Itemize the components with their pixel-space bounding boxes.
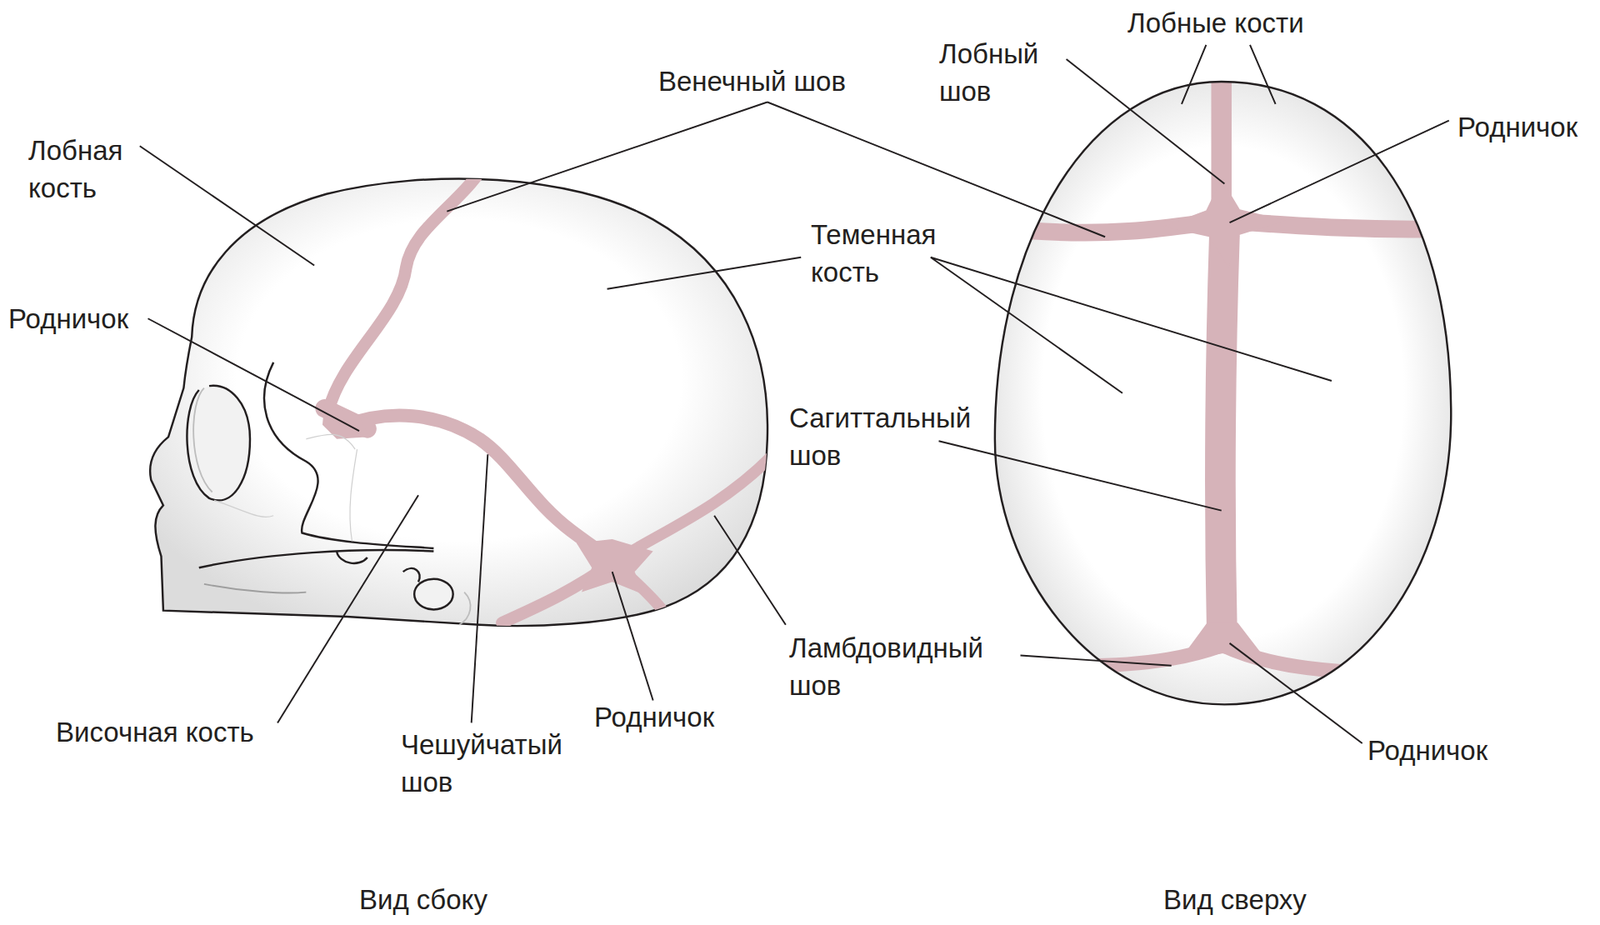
- bone-label: Височная кость: [55, 713, 255, 751]
- view-caption: Вид сбоку: [359, 880, 488, 919]
- bone-label: Лобная кость: [28, 131, 123, 207]
- suture-label: Чешуйчатый шов: [400, 725, 563, 801]
- suture-label: Сагиттальный шов: [789, 399, 971, 475]
- part-label: Лобные кости: [1127, 4, 1305, 42]
- suture-label: Ламбдовидный шов: [789, 629, 984, 705]
- top-skull: [995, 71, 1460, 705]
- fontanel-label: Родничок: [8, 300, 129, 338]
- suture-label: Лобный шов: [939, 35, 1039, 110]
- fontanel-label: Родничок: [1367, 731, 1488, 770]
- suture-label: Венечный шов: [658, 62, 846, 100]
- leader-lines: [140, 45, 1450, 744]
- view-caption: Вид сверху: [1163, 880, 1307, 919]
- bone-label: Теменная кость: [810, 215, 936, 291]
- side-skull: [150, 153, 770, 626]
- fontanel-label: Родничок: [1457, 108, 1578, 146]
- fontanel-label: Родничок: [594, 698, 715, 736]
